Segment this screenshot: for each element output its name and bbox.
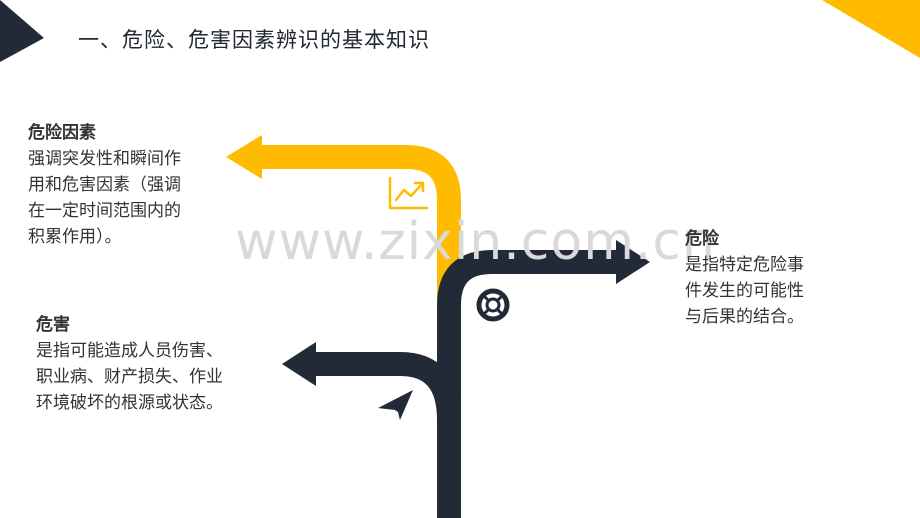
navy-road-left bbox=[314, 352, 461, 421]
corner-triangle-yellow bbox=[822, 0, 920, 58]
yellow-arrow-head bbox=[226, 135, 262, 179]
harm-block: 危害 是指可能造成人员伤害、 职业病、财产损失、作业 环境破坏的根源或状态。 bbox=[36, 312, 223, 416]
navy-road-right bbox=[437, 250, 622, 518]
harm-line: 职业病、财产损失、作业 bbox=[36, 367, 223, 387]
yellow-road bbox=[258, 145, 461, 300]
danger-factor-line: 用和危害因素（强调 bbox=[28, 175, 181, 195]
harm-line: 环境破坏的根源或状态。 bbox=[36, 393, 223, 413]
navy-arrow-head-right bbox=[616, 240, 650, 284]
danger-line: 与后果的结合。 bbox=[685, 307, 804, 327]
lifebuoy-icon bbox=[476, 288, 510, 322]
harm-line: 是指可能造成人员伤害、 bbox=[36, 341, 223, 361]
paper-plane-icon bbox=[378, 390, 413, 420]
danger-factor-line: 积累作用）。 bbox=[28, 227, 122, 247]
navy-arrow-head-left bbox=[282, 342, 316, 386]
danger-line: 件发生的可能性 bbox=[685, 281, 804, 301]
danger-block: 危险 是指特定危险事 件发生的可能性 与后果的结合。 bbox=[685, 226, 804, 330]
danger-line: 是指特定危险事 bbox=[685, 255, 804, 275]
danger-factor-heading: 危险因素 bbox=[28, 123, 96, 143]
chart-up-icon bbox=[388, 176, 429, 210]
danger-factor-line: 强调突发性和瞬间作 bbox=[28, 149, 181, 169]
harm-heading: 危害 bbox=[36, 315, 70, 335]
danger-factor-line: 在一定时间范围内的 bbox=[28, 201, 181, 221]
watermark: www.zixin.com.cn bbox=[235, 212, 716, 272]
danger-factor-block: 危险因素 强调突发性和瞬间作 用和危害因素（强调 在一定时间范围内的 积累作用）… bbox=[28, 120, 181, 250]
danger-heading: 危险 bbox=[685, 229, 719, 249]
corner-triangle-dark bbox=[0, 0, 44, 62]
page-title: 一、危险、危害因素辨识的基本知识 bbox=[78, 28, 430, 52]
